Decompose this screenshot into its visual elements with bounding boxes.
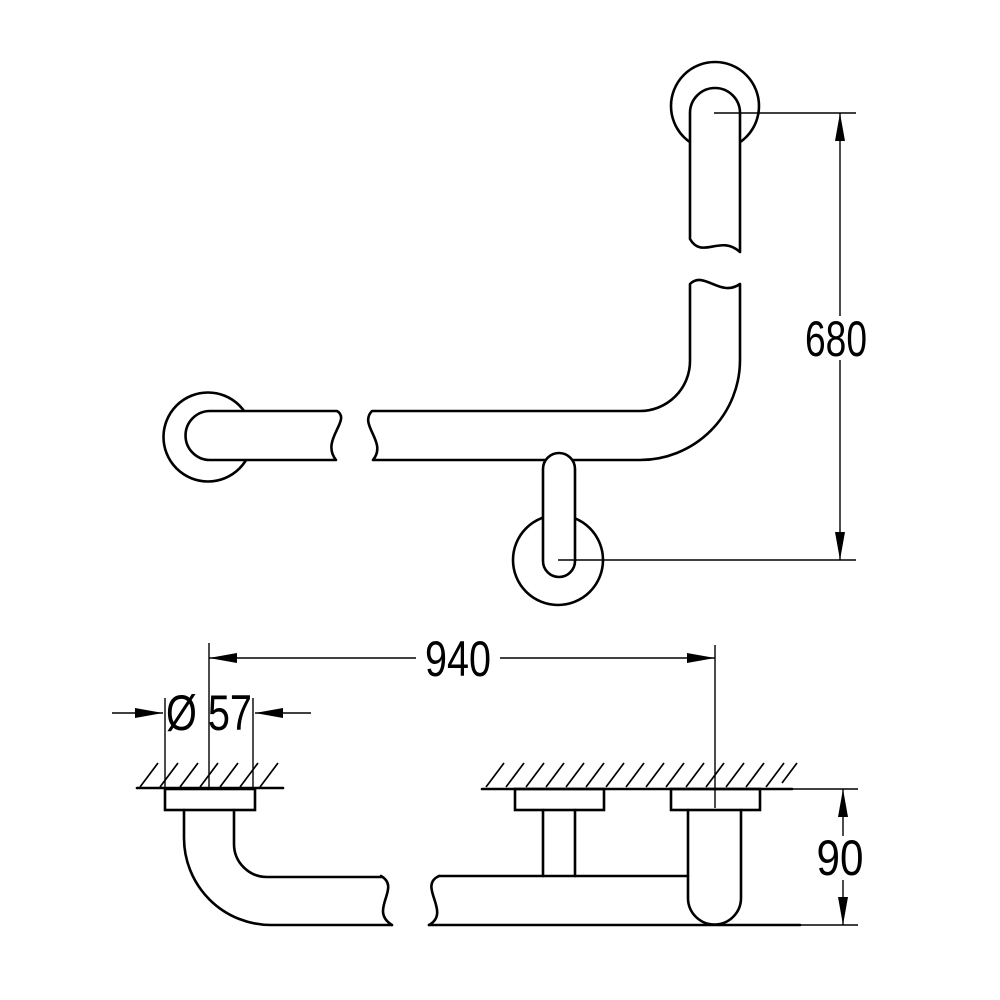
arrowhead-down <box>835 532 845 560</box>
dim-diameter-57: Ø 57 <box>112 685 311 788</box>
bar-vertical-upper-segment <box>688 86 742 254</box>
tube-break-edge <box>379 874 394 927</box>
side-view-left <box>135 762 394 927</box>
dimensions: 680 940 Ø 57 90 <box>112 112 867 925</box>
dim-90: 90 <box>817 789 864 925</box>
dim-680: 680 <box>558 112 867 561</box>
arrowhead-right-in <box>135 708 163 718</box>
arrowhead-up <box>838 789 848 817</box>
vertical-tube-side <box>686 808 743 926</box>
support-stem-side <box>541 808 577 878</box>
dim-label-diameter: Ø 57 <box>166 685 252 741</box>
side-view-right <box>427 762 858 927</box>
support-stem <box>541 451 577 579</box>
plan-view <box>162 60 761 607</box>
tube-outer-curve <box>182 808 393 927</box>
dim-label-90: 90 <box>817 830 864 886</box>
wall-hatching <box>485 762 798 788</box>
bar-break-edge <box>427 874 441 927</box>
arrowhead-left-in <box>255 708 283 718</box>
dim-label-940: 940 <box>425 631 491 687</box>
bar-left-segment <box>184 409 343 462</box>
bar-horizontal-elbow-segment <box>366 278 742 462</box>
arrowhead-up <box>835 113 845 141</box>
arrowhead-right <box>687 653 715 663</box>
flange-plate <box>163 787 257 812</box>
tube-inner-curve <box>232 808 383 879</box>
dim-label-680: 680 <box>805 311 867 367</box>
flange-plate-middle <box>513 787 606 812</box>
arrowhead-left <box>209 653 237 663</box>
arrowhead-down <box>838 897 848 925</box>
dim-940: 940 <box>208 631 716 808</box>
